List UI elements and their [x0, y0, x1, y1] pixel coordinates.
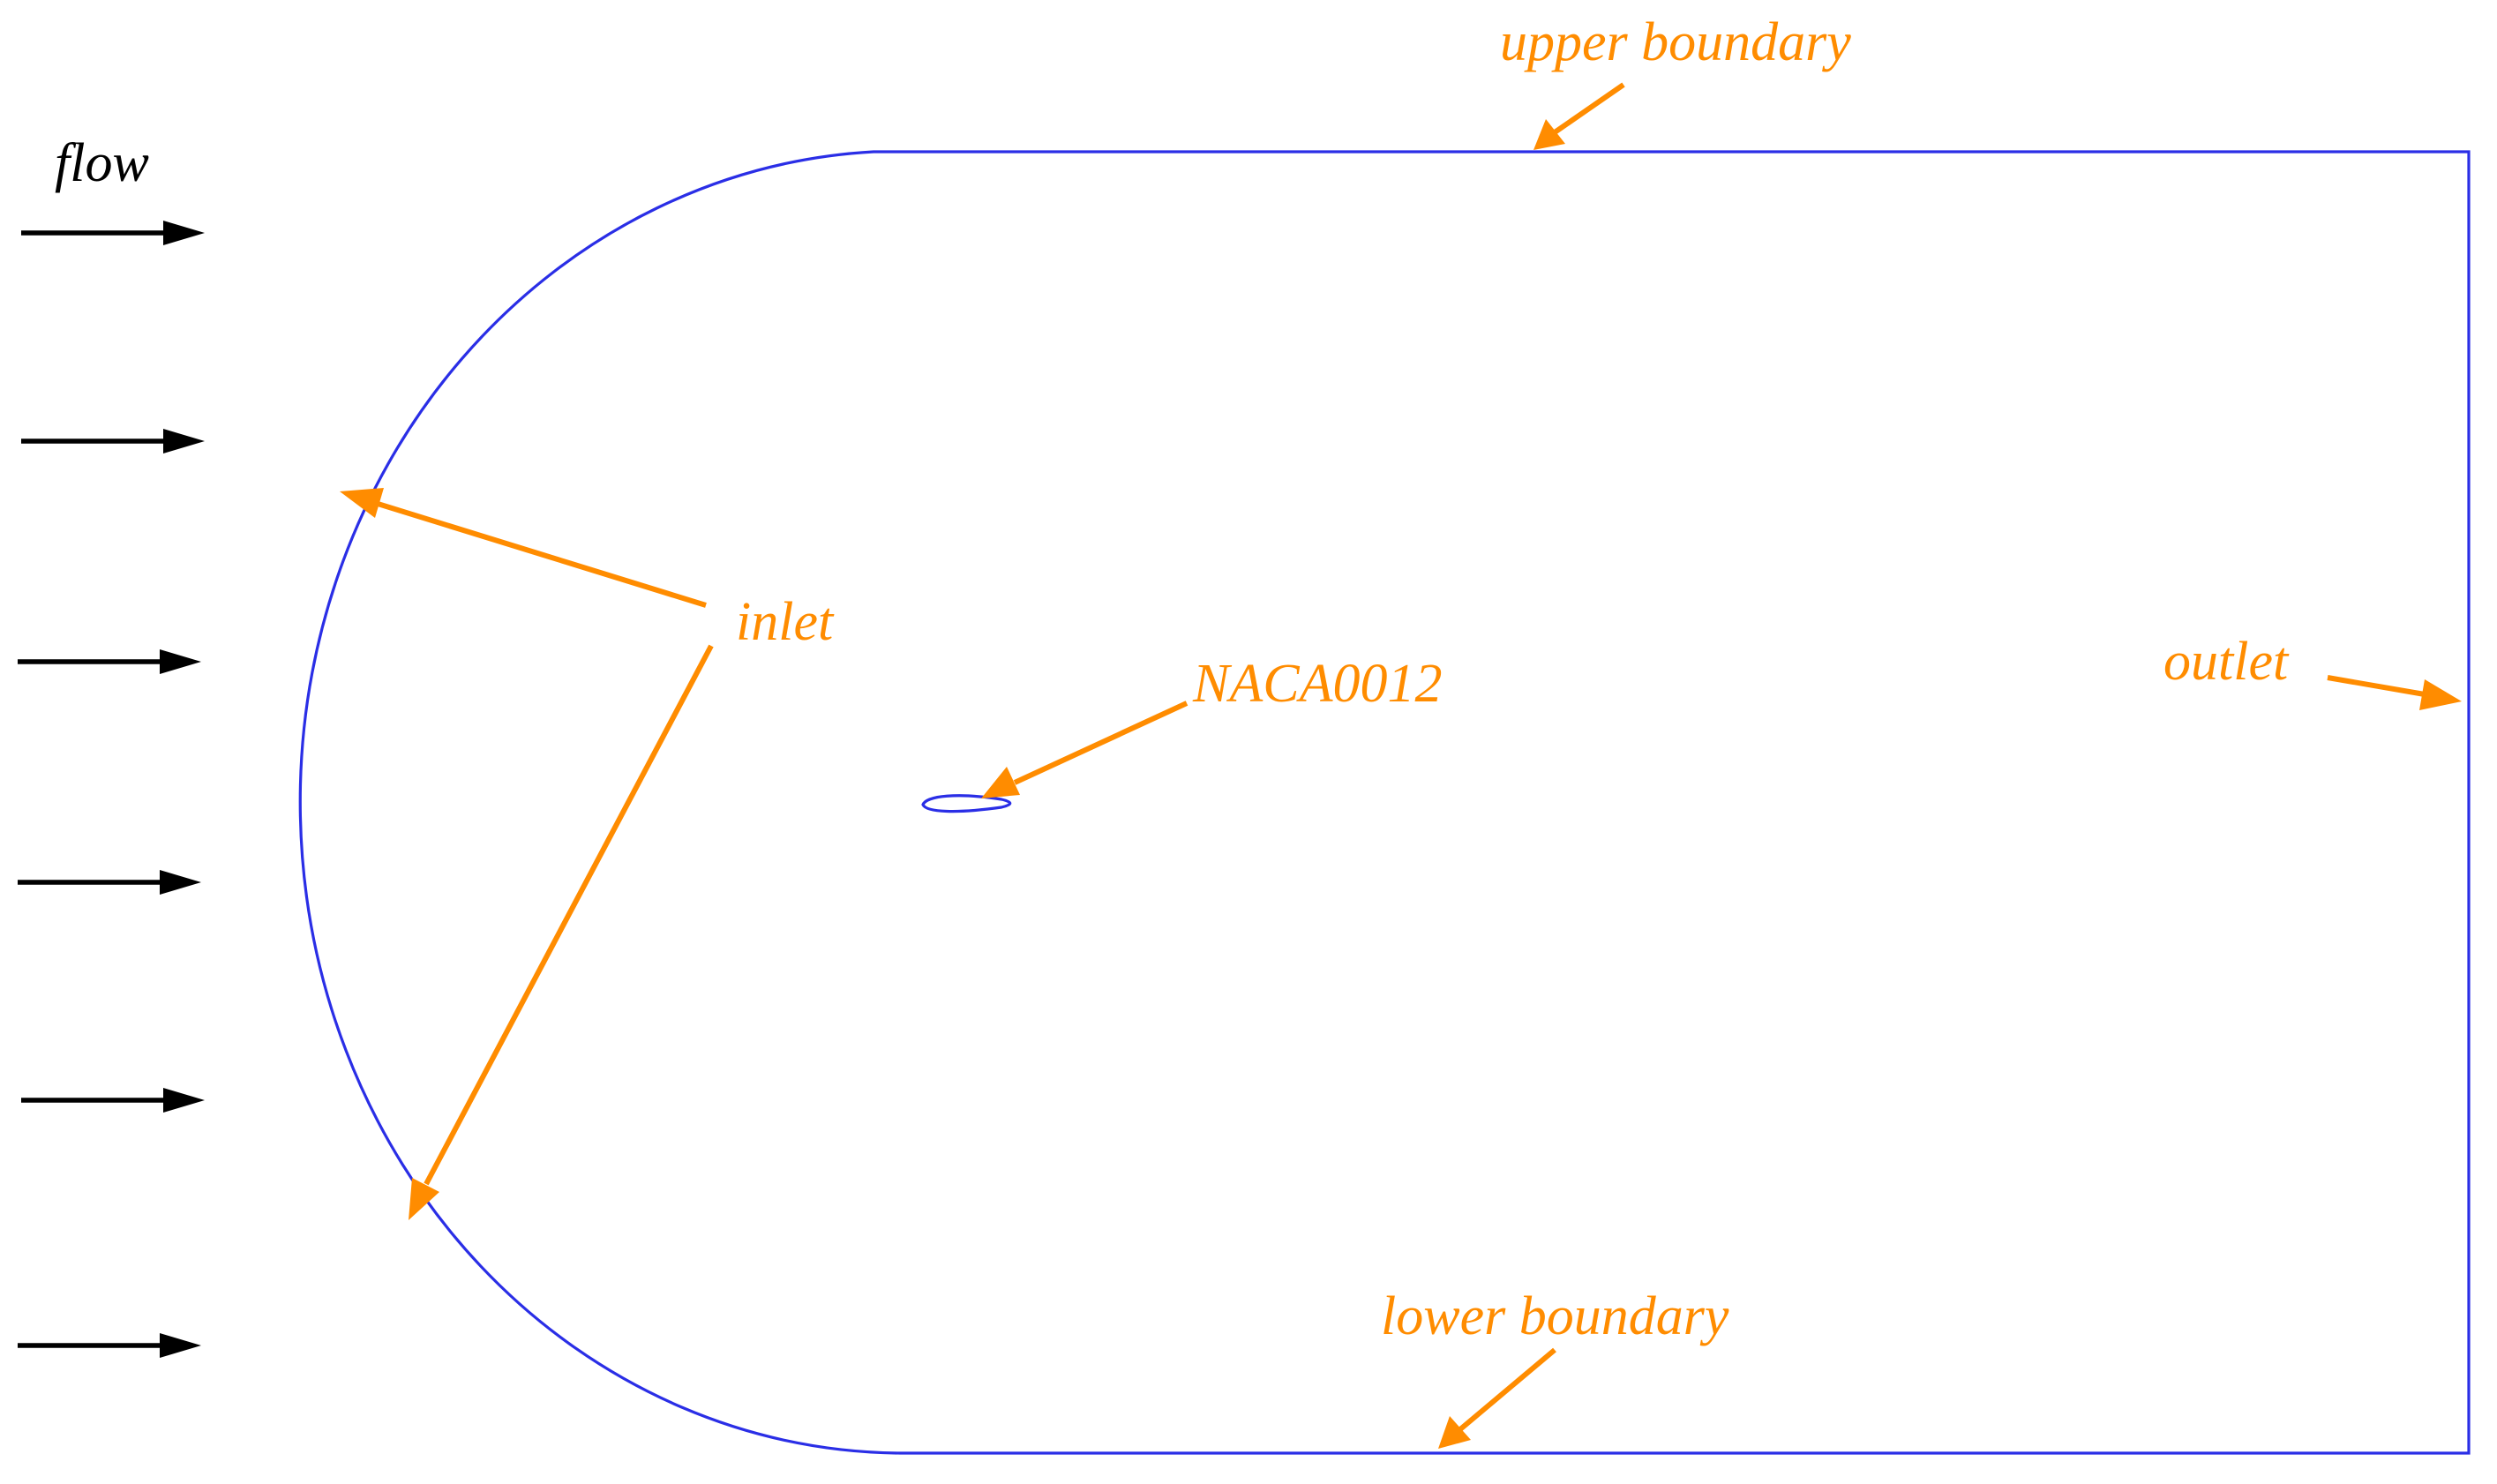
- annotation-arrows: [340, 82, 2462, 1449]
- upper-boundary-label: upper boundary: [1500, 12, 1851, 72]
- inlet-upper-arrow: [340, 488, 707, 608]
- flow-arrows: [18, 221, 205, 1358]
- airfoil-arrow: [981, 701, 1189, 798]
- outlet-arrow: [2327, 675, 2462, 710]
- naca0012-label: NACA0012: [1192, 654, 1442, 714]
- inlet-lower-arrow: [409, 644, 714, 1220]
- domain-boundary: [298, 150, 2471, 1455]
- flow-arrow: [21, 1088, 205, 1113]
- upper-boundary-arrow: [1533, 82, 1625, 150]
- lower-boundary-label: lower boundary: [1381, 1286, 1729, 1346]
- naca0012-airfoil: [921, 794, 1012, 813]
- flow-arrow: [18, 870, 201, 895]
- lower-boundary-arrow: [1438, 1347, 1556, 1449]
- flow-arrow: [21, 221, 205, 245]
- flow-label: flow: [55, 133, 149, 193]
- flow-arrow: [21, 429, 205, 453]
- flow-arrow: [18, 1333, 201, 1358]
- flow-arrow: [18, 649, 201, 674]
- outlet-label: outlet: [2163, 632, 2290, 692]
- inlet-label: inlet: [736, 592, 835, 652]
